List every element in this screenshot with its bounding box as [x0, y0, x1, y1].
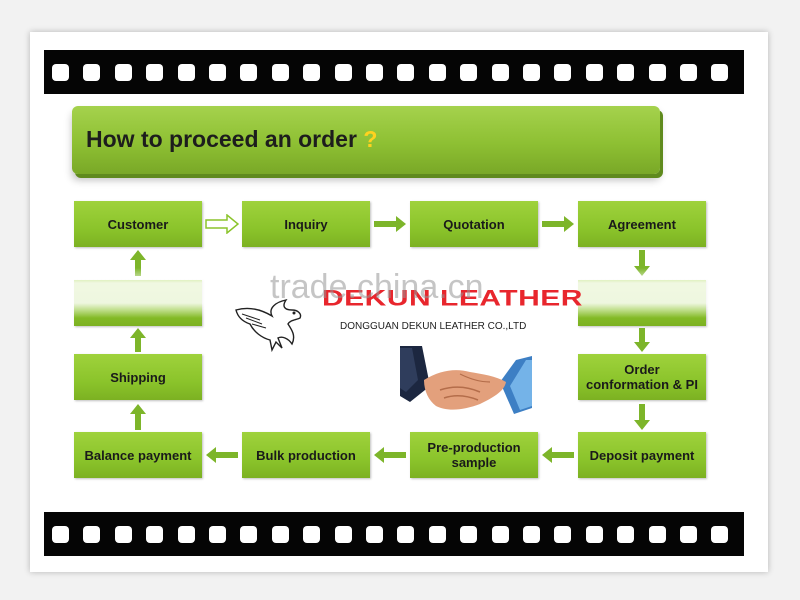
- film-hole: [397, 526, 414, 543]
- film-hole: [303, 64, 320, 81]
- film-hole: [492, 64, 509, 81]
- film-hole: [178, 64, 195, 81]
- film-hole: [209, 64, 226, 81]
- arrow-down-icon: [634, 404, 650, 430]
- film-hole: [146, 64, 163, 81]
- brand-company-name: DONGGUAN DEKUN LEATHER CO.,LTD: [340, 321, 527, 332]
- handshake-icon: [400, 346, 532, 423]
- film-hole: [680, 526, 697, 543]
- film-hole: [52, 526, 69, 543]
- film-hole: [554, 526, 571, 543]
- film-hole: [460, 526, 477, 543]
- film-hole: [492, 526, 509, 543]
- arrow-left-icon: [206, 447, 238, 463]
- film-hole: [272, 526, 289, 543]
- watermark-text: trade.china.cn: [270, 268, 484, 306]
- film-hole: [711, 526, 728, 543]
- title-banner: How to proceed an order ?: [72, 106, 660, 174]
- step-balance-payment: Balance payment: [74, 432, 202, 478]
- film-hole: [178, 526, 195, 543]
- arrow-left-icon: [374, 447, 406, 463]
- film-hole: [649, 64, 666, 81]
- arrow-up-icon: [130, 250, 146, 276]
- film-hole: [146, 526, 163, 543]
- film-hole: [366, 64, 383, 81]
- step-shipping: Shipping: [74, 354, 202, 400]
- film-hole: [523, 526, 540, 543]
- film-hole: [209, 526, 226, 543]
- film-hole: [711, 64, 728, 81]
- title-question-mark: ?: [363, 126, 378, 152]
- film-strip-top: [44, 50, 744, 94]
- film-hole: [429, 526, 446, 543]
- eagle-logo-icon: [232, 296, 310, 359]
- step-pre-production-sample: Pre-production sample: [410, 432, 538, 478]
- film-hole: [586, 526, 603, 543]
- step-bulk-production: Bulk production: [242, 432, 370, 478]
- step-quotation: Quotation: [410, 201, 538, 247]
- arrow-right-icon: [374, 216, 406, 232]
- arrow-left-icon: [542, 447, 574, 463]
- film-hole: [83, 526, 100, 543]
- film-hole: [649, 526, 666, 543]
- film-hole: [240, 64, 257, 81]
- film-strip-icon: [44, 50, 744, 94]
- step-order-confirmation: Order conformation & PI: [578, 354, 706, 400]
- film-hole: [617, 64, 634, 81]
- film-hole: [83, 64, 100, 81]
- film-hole: [617, 526, 634, 543]
- film-hole: [429, 64, 446, 81]
- film-hole: [335, 64, 352, 81]
- watermark-band: [50, 268, 750, 318]
- film-hole: [554, 64, 571, 81]
- film-hole: [272, 64, 289, 81]
- arrow-down-icon: [634, 328, 650, 352]
- film-hole: [240, 526, 257, 543]
- film-hole: [115, 526, 132, 543]
- film-hole: [523, 64, 540, 81]
- film-hole: [366, 526, 383, 543]
- arrow-right-icon: [205, 214, 239, 234]
- film-hole: [52, 64, 69, 81]
- film-strip-icon: [44, 512, 744, 556]
- film-hole: [115, 64, 132, 81]
- step-customer: Customer: [74, 201, 202, 247]
- film-hole: [303, 526, 320, 543]
- film-strip-bottom: [44, 512, 744, 556]
- film-hole: [460, 64, 477, 81]
- arrow-up-icon: [130, 328, 146, 352]
- film-hole: [680, 64, 697, 81]
- arrow-right-icon: [542, 216, 574, 232]
- film-hole: [397, 64, 414, 81]
- step-deposit-payment: Deposit payment: [578, 432, 706, 478]
- film-hole: [335, 526, 352, 543]
- title-text: How to proceed an order: [86, 126, 357, 152]
- step-agreement: Agreement: [578, 201, 706, 247]
- page-title: How to proceed an order ?: [86, 126, 377, 153]
- film-hole: [586, 64, 603, 81]
- arrow-up-icon: [130, 404, 146, 430]
- brand-logo-text: DEKUN LEATHER: [322, 286, 583, 311]
- step-inquiry: Inquiry: [242, 201, 370, 247]
